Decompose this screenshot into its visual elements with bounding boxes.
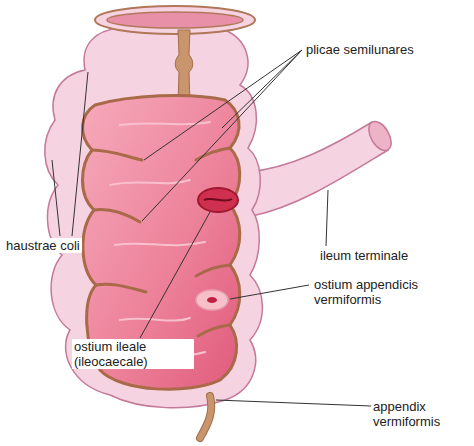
part-label: ostium ileale (ileocaecale) bbox=[72, 339, 194, 369]
ileal-orifice bbox=[198, 188, 238, 212]
colon-lumen bbox=[107, 12, 243, 28]
semilunar-folds bbox=[92, 148, 230, 336]
taenia-strip bbox=[175, 30, 193, 104]
part-label: appendix vermiformis bbox=[371, 399, 470, 429]
ileum-tube bbox=[248, 122, 388, 216]
colon-wall bbox=[45, 28, 263, 408]
appendix-orifice bbox=[196, 290, 228, 310]
part-label: ostium appendicis vermiformis bbox=[312, 277, 446, 307]
leader-lines bbox=[52, 50, 371, 406]
appendix-outline bbox=[200, 396, 211, 438]
ileum-opening bbox=[364, 118, 396, 155]
part-label: haustrae coli bbox=[4, 238, 82, 253]
appendix-tube bbox=[200, 396, 211, 438]
part-label: ileum terminale bbox=[318, 248, 410, 263]
ileal-orifice-slit bbox=[204, 199, 232, 201]
colon-cut-ring bbox=[95, 6, 255, 34]
appendix-orifice-center bbox=[207, 297, 217, 303]
part-label: plicae semilunares bbox=[304, 42, 416, 57]
mucosa-streaks bbox=[110, 122, 210, 355]
